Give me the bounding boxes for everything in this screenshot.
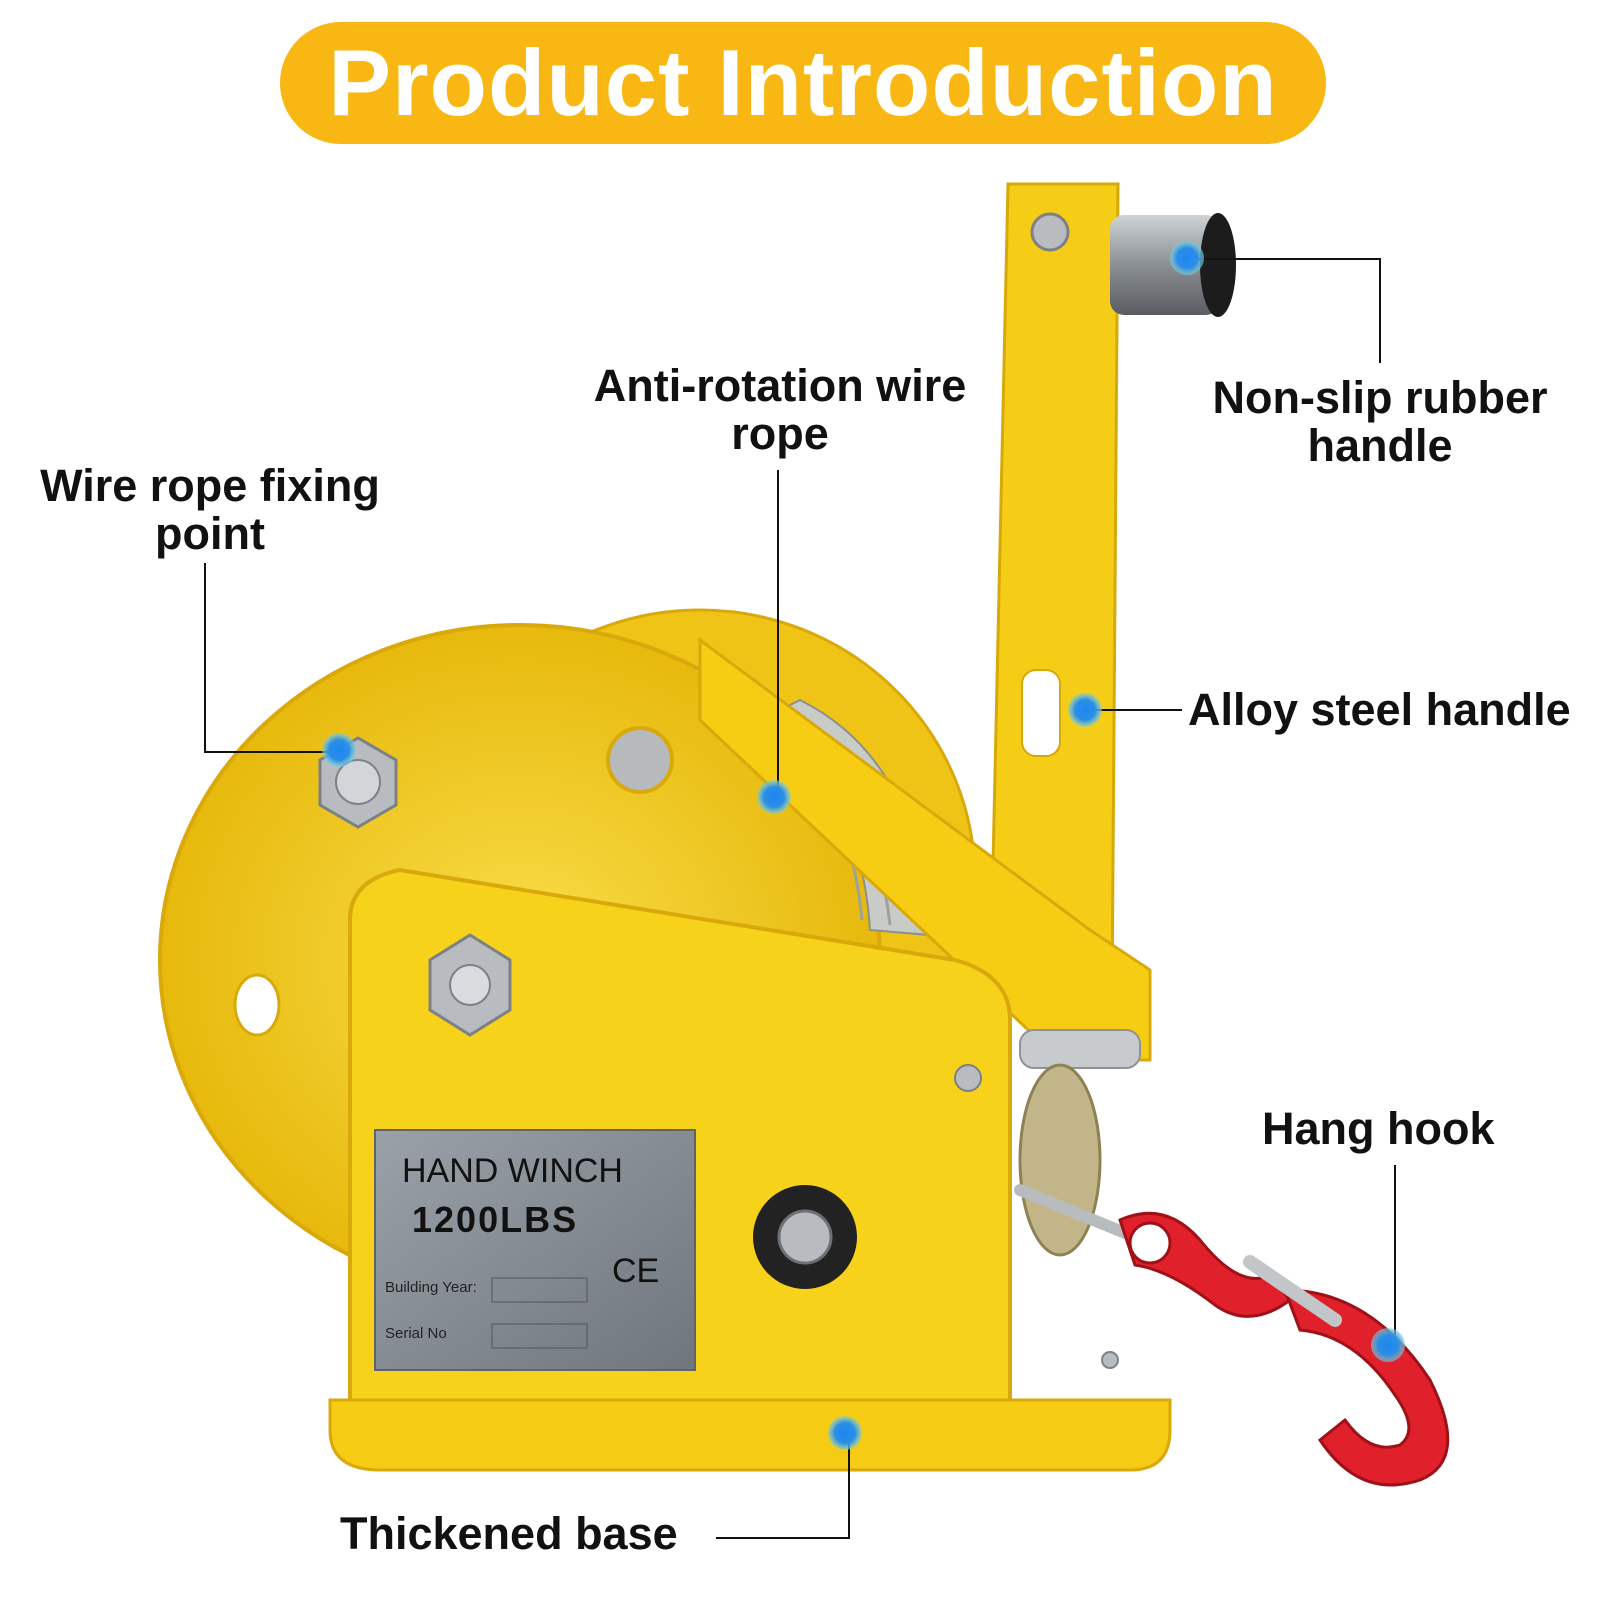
marker-hang-hook bbox=[1371, 1328, 1405, 1362]
nameplate-building-year: Building Year: bbox=[385, 1279, 477, 1296]
label-non-slip-rubber-handle: Non-slip rubber handle bbox=[1212, 372, 1548, 471]
label-thickened-base: Thickened base bbox=[340, 1508, 678, 1559]
non-slip-rubber-handle bbox=[1110, 213, 1236, 317]
label-alloy-steel-handle: Alloy steel handle bbox=[1188, 684, 1571, 735]
callout-markers bbox=[322, 241, 1405, 1450]
marker-anti-rotation bbox=[757, 780, 791, 814]
marker-thickened-base bbox=[828, 1416, 862, 1450]
label-anti-rotation-wire-rope: Anti-rotation wire rope bbox=[593, 360, 967, 459]
marker-alloy-handle bbox=[1068, 693, 1102, 727]
spool bbox=[1018, 1063, 1102, 1257]
page-title: Product Introduction bbox=[328, 30, 1278, 135]
thickened-base bbox=[328, 1398, 1172, 1472]
title-banner: Product Introduction bbox=[280, 22, 1326, 144]
nameplate-serial-no: Serial No bbox=[385, 1325, 447, 1342]
leader-lines bbox=[204, 258, 1396, 1539]
marker-non-slip bbox=[1170, 241, 1204, 275]
hang-hook bbox=[1118, 1211, 1450, 1487]
hook-wire bbox=[1014, 1184, 1136, 1241]
frame-side-plate bbox=[698, 637, 1152, 1062]
ce-mark: CE bbox=[612, 1252, 659, 1290]
wire-rope-fixing-nut bbox=[318, 736, 398, 829]
alloy-steel-handle bbox=[988, 182, 1120, 1002]
nameplate: HAND WINCH 1200LBS CE Building Year: Ser… bbox=[374, 1129, 696, 1371]
nameplate-line1: HAND WINCH bbox=[402, 1152, 623, 1190]
nameplate-line2: 1200LBS bbox=[412, 1199, 578, 1240]
label-hang-hook: Hang hook bbox=[1262, 1103, 1495, 1154]
label-wire-rope-fixing-point: Wire rope fixing point bbox=[40, 460, 380, 559]
cross-shaft bbox=[1019, 1029, 1141, 1069]
marker-wire-fixing bbox=[322, 733, 356, 767]
